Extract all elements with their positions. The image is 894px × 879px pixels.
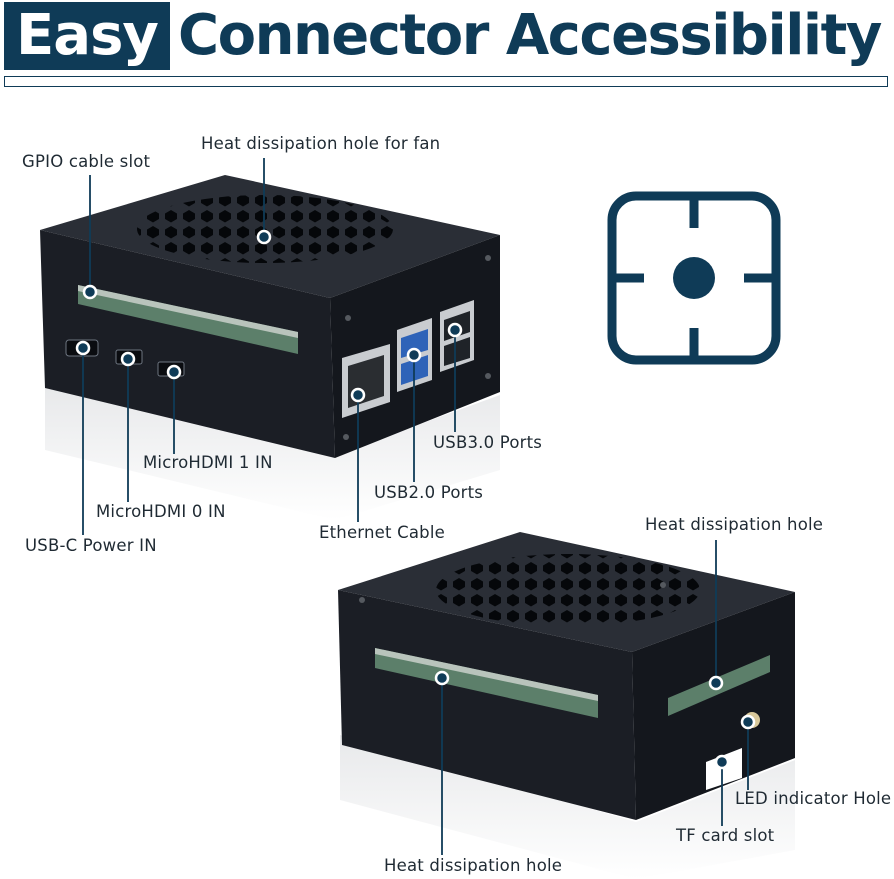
fan-vent-grille	[137, 195, 393, 263]
label-usb30: USB3.0 Ports	[433, 433, 543, 452]
title-highlight: Easy	[16, 3, 159, 68]
label-heat-bottom: Heat dissipation hole	[384, 856, 563, 875]
label-ethernet: Ethernet Cable	[319, 523, 445, 542]
label-usb20: USB2.0 Ports	[374, 483, 484, 502]
center-focus-icon	[607, 191, 781, 365]
label-tf: TF card slot	[676, 826, 775, 845]
label-microhdmi1: MicroHDMI 1 IN	[143, 453, 273, 472]
page-title: Connector Accessibility	[178, 3, 882, 68]
case-side-view	[338, 532, 795, 879]
label-heat-side: Heat dissipation hole	[645, 515, 824, 534]
label-heat-fan: Heat dissipation hole for fan	[201, 134, 441, 153]
callout-lines	[82, 158, 749, 855]
title-highlight-box	[4, 2, 170, 70]
label-microhdmi0: MicroHDMI 0 IN	[96, 502, 226, 521]
title-underline	[4, 76, 888, 87]
case-front-view	[40, 175, 500, 520]
label-usbc: USB-C Power IN	[25, 536, 157, 555]
callout-markers	[75, 229, 756, 770]
top-vent-grille	[436, 554, 700, 626]
label-led: LED indicator Hole	[735, 789, 892, 808]
label-gpio: GPIO cable slot	[22, 152, 151, 171]
